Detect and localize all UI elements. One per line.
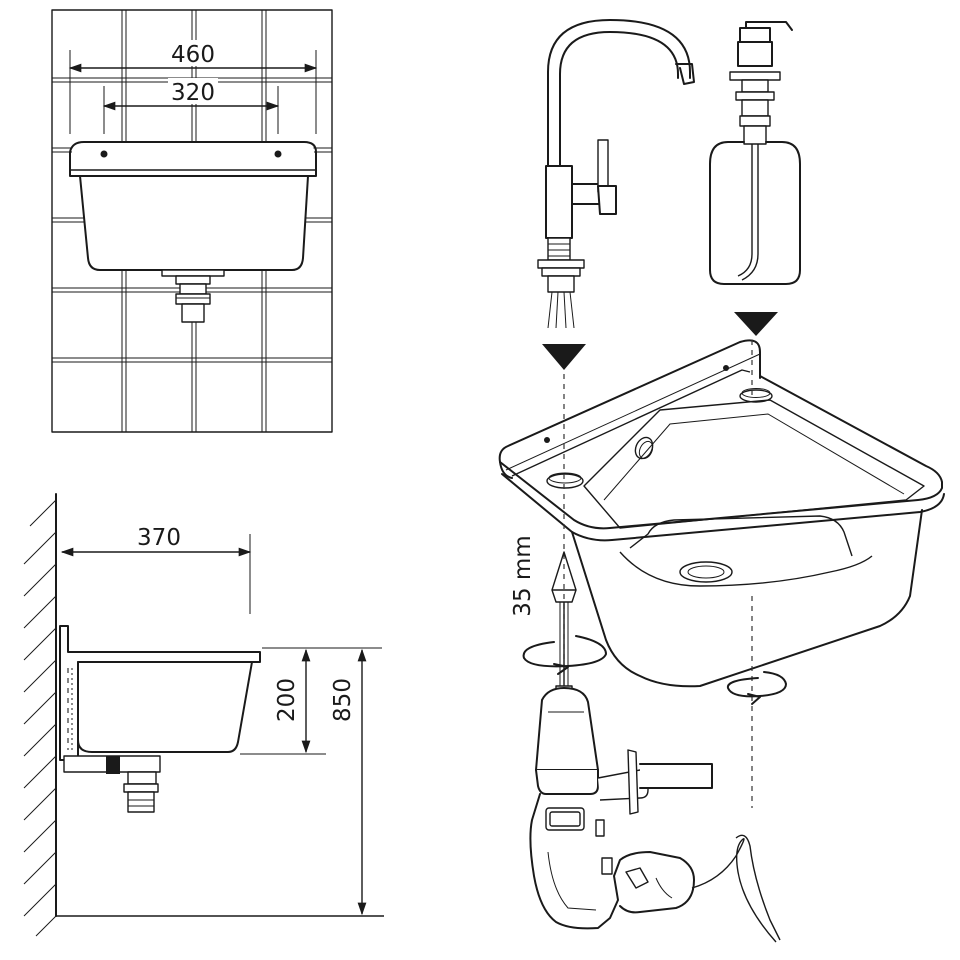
sink-side xyxy=(59,625,261,761)
dimension-460: 460 xyxy=(68,40,318,134)
side-drain-fitting xyxy=(63,755,161,813)
arrow-down-faucet-icon xyxy=(542,344,586,370)
faucet xyxy=(537,19,695,329)
wall-hatching xyxy=(23,493,384,937)
dimension-200-label: 200 xyxy=(274,678,300,722)
rotation-arrow-right-icon xyxy=(726,671,787,705)
drill-size-label: 35 mm xyxy=(510,535,536,616)
rotation-arrow-left-icon xyxy=(522,635,607,675)
dimension-320: 320 xyxy=(102,78,280,134)
dimension-850-label: 850 xyxy=(330,678,356,722)
dimension-850: 850 xyxy=(326,647,382,916)
dimension-370: 370 xyxy=(60,522,252,614)
mount-hole-left xyxy=(100,150,108,158)
dimension-320-label: 320 xyxy=(171,80,215,106)
arrow-down-dispenser-icon xyxy=(734,312,778,336)
dimension-200: 200 xyxy=(240,647,326,755)
front-view: 460 320 xyxy=(51,9,333,433)
sink-isometric xyxy=(498,339,945,688)
front-drain-fitting xyxy=(161,269,225,323)
dimension-460-label: 460 xyxy=(171,42,215,68)
drill-bit xyxy=(551,551,577,690)
dimension-370-label: 370 xyxy=(137,525,181,551)
mount-hole-right xyxy=(274,150,282,158)
soap-dispenser xyxy=(709,21,801,285)
side-view: 370 200 850 xyxy=(23,493,384,937)
power-drill xyxy=(529,685,781,943)
